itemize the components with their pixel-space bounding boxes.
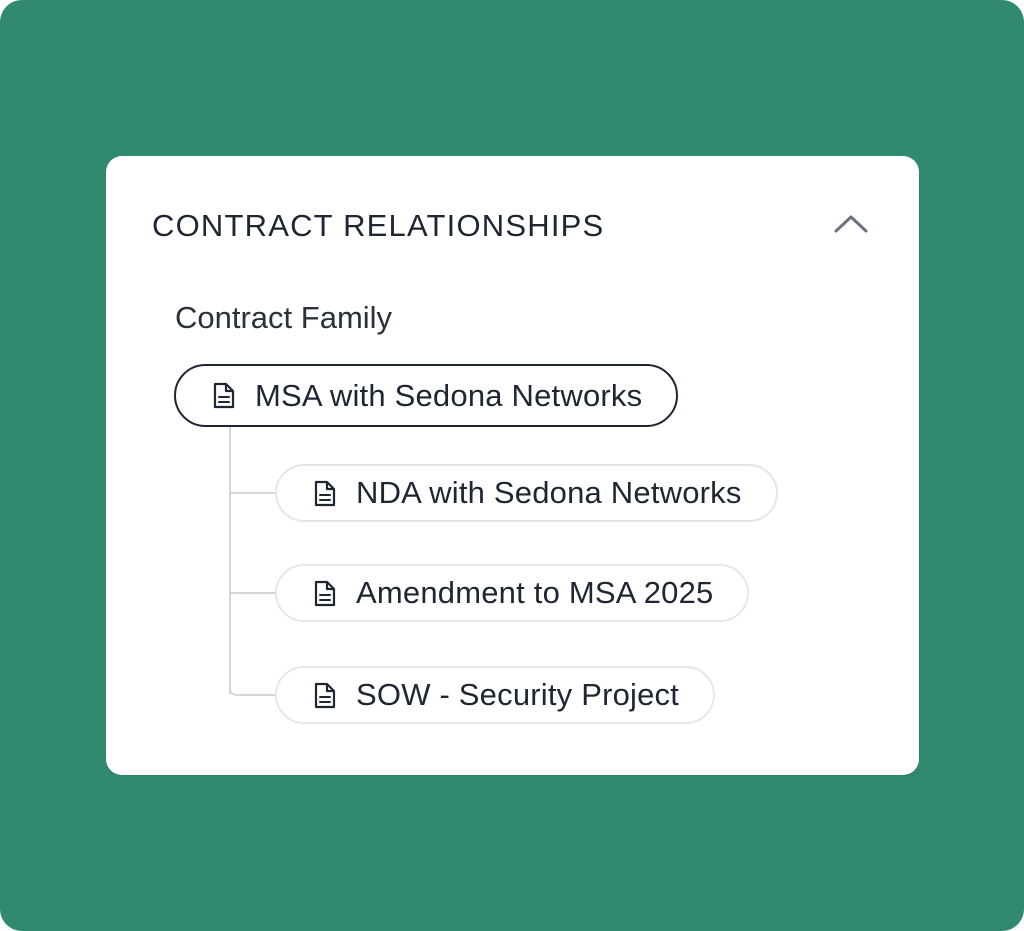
parent-contract-msa[interactable]: MSA with Sedona Networks [174,364,679,427]
collapse-toggle-button[interactable] [830,206,872,242]
child-contract-nda[interactable]: NDA with Sedona Networks [275,464,778,522]
chevron-up-icon [834,215,868,233]
contract-relationships-panel: CONTRACT RELATIONSHIPS Contract Family M… [106,156,919,775]
document-icon [314,478,338,508]
document-icon [213,381,237,411]
child-contract-label: SOW - Security Project [356,677,680,712]
parent-contract-label: MSA with Sedona Networks [255,377,643,413]
contract-family-label: Contract Family [175,300,393,335]
document-icon [314,680,338,710]
document-icon [314,578,338,608]
tree-branch-line-3 [229,687,275,696]
section-title: CONTRACT RELATIONSHIPS [152,208,605,243]
child-contract-label: Amendment to MSA 2025 [356,575,714,610]
child-contract-label: NDA with Sedona Networks [356,475,742,510]
child-contract-amendment[interactable]: Amendment to MSA 2025 [275,564,750,622]
child-contract-sow[interactable]: SOW - Security Project [275,666,716,724]
